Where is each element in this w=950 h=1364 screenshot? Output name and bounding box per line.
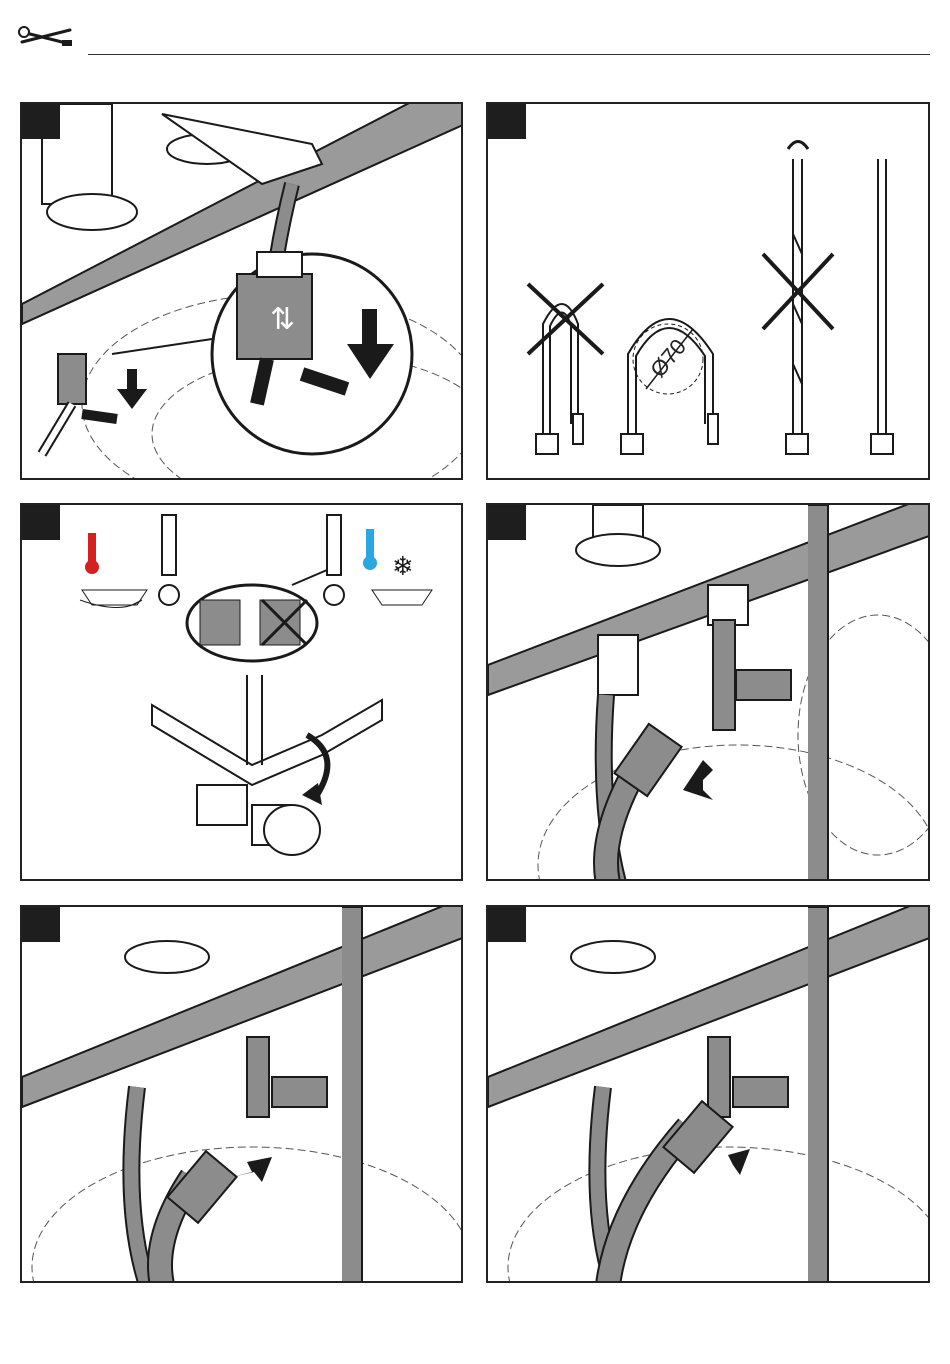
step-1-illustration: ⇅ (22, 104, 463, 480)
header-rule (88, 54, 930, 55)
step-badge-1 (22, 104, 60, 139)
step-6-illustration (488, 907, 930, 1283)
step-panel-5 (20, 905, 463, 1283)
hot-water-icon (80, 533, 147, 608)
step-panel-1: ⇅ (20, 102, 463, 480)
step-4-illustration (488, 505, 930, 881)
step-3-illustration: ❄ (22, 505, 463, 881)
step-panel-2: Ø70 (486, 102, 930, 480)
step-badge-5 (22, 907, 60, 942)
cold-water-icon: ❄ (363, 529, 432, 605)
step-badge-2 (488, 104, 526, 139)
step-2-illustration: Ø70 (488, 104, 930, 480)
step-5-illustration (22, 907, 463, 1283)
svg-text:⇅: ⇅ (270, 302, 295, 337)
wrench-screwdriver-icon (16, 18, 76, 58)
step-badge-6 (488, 907, 526, 942)
step-badge-4 (488, 505, 526, 540)
step-panel-6 (486, 905, 930, 1283)
step-panel-4 (486, 503, 930, 881)
svg-text:❄: ❄ (392, 552, 414, 582)
step-panel-3: ❄ (20, 503, 463, 881)
step-badge-3 (22, 505, 60, 540)
